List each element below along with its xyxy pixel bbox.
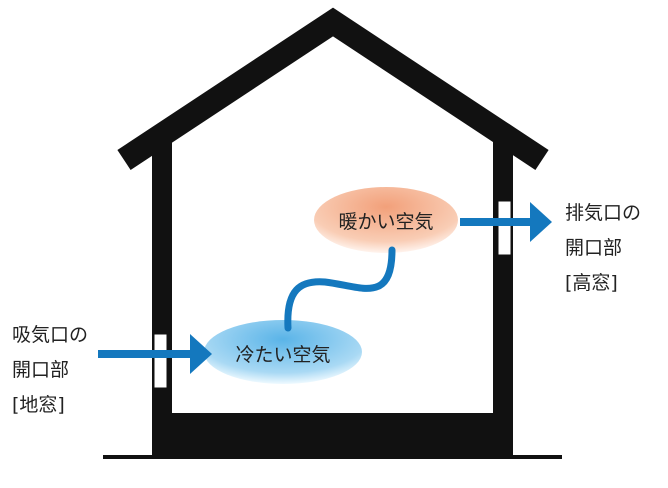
left-wall	[152, 140, 172, 457]
exhaust-arrow	[460, 202, 552, 242]
exhaust-line3: [高窓]	[565, 272, 618, 294]
floor-foundation	[152, 413, 513, 457]
roof	[117, 7, 549, 171]
intake-line3: [地窓]	[12, 394, 65, 416]
intake-arrow	[98, 334, 212, 374]
intake-label: 吸気口の 開口部 [地窓]	[12, 318, 88, 423]
ground-line	[103, 455, 562, 459]
intake-line2: 開口部	[12, 359, 70, 381]
cold-air-bubble	[204, 320, 362, 384]
warm-air-label: 暖かい空気	[338, 211, 434, 233]
exhaust-line2: 開口部	[565, 237, 623, 259]
high-window	[497, 200, 512, 256]
intake-line1: 吸気口の	[12, 324, 89, 346]
low-window	[153, 333, 168, 389]
cold-air-label: 冷たい空気	[235, 344, 331, 366]
exhaust-line1: 排気口の	[565, 202, 642, 224]
exhaust-label: 排気口の 開口部 [高窓]	[565, 196, 641, 301]
right-wall	[493, 140, 513, 457]
rising-air-curve	[284, 246, 396, 332]
warm-air-bubble	[314, 187, 458, 253]
